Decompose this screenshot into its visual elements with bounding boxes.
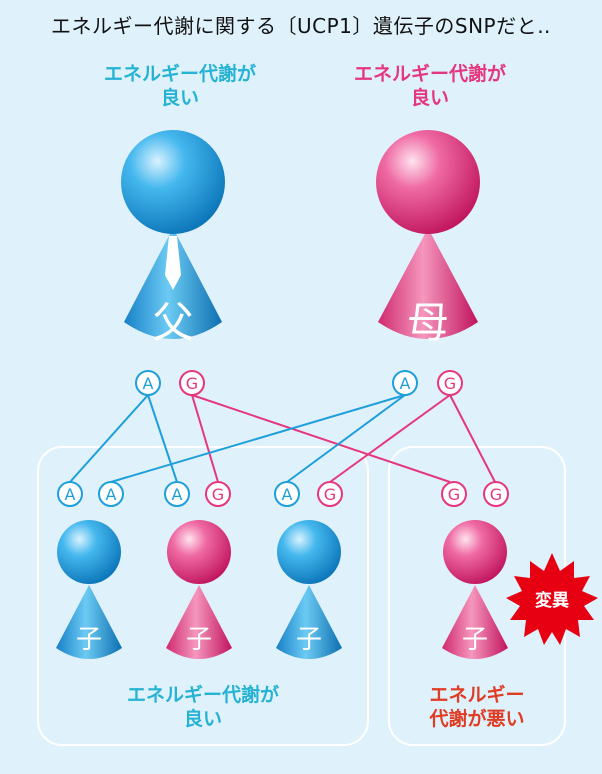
child4-allele-1-text: G — [448, 485, 460, 504]
child1-allele-1 — [57, 481, 83, 507]
father-trait-label: エネルギー代謝が 良い — [90, 62, 270, 110]
good-group-line2: 良い — [183, 708, 222, 730]
child3-body — [276, 585, 342, 659]
child1-allele-1-text: A — [65, 485, 76, 504]
bad-group-label: エネルギー 代謝が悪い — [389, 683, 565, 731]
child4-body — [442, 585, 508, 659]
child3-allele-1 — [274, 481, 300, 507]
child4-figure: 子 — [442, 520, 508, 659]
bad-group-line1: エネルギー — [429, 684, 525, 706]
line-father-a-child2 — [147, 394, 178, 483]
child3-head — [277, 520, 341, 584]
child2-figure: 子 — [166, 520, 232, 659]
child2-allele-1 — [164, 481, 190, 507]
child4-head — [443, 520, 507, 584]
child1-figure: 子 — [56, 520, 122, 659]
child2-allele-2 — [205, 481, 231, 507]
child2-body — [166, 585, 232, 659]
child2-allele-2-text: G — [212, 485, 224, 504]
mutation-burst-icon: 変異 — [506, 553, 598, 645]
good-group-box — [37, 446, 369, 746]
father-char: 父 — [152, 298, 194, 347]
mother-trait-line1: エネルギー代謝が — [353, 63, 506, 85]
line-father-g-child4 — [191, 394, 451, 483]
child3-figure: 子 — [276, 520, 342, 659]
good-group-label: エネルギー代謝が 良い — [98, 683, 308, 731]
mother-trait-label: エネルギー代謝が 良い — [340, 62, 520, 110]
line-mother-a-child3 — [286, 394, 406, 483]
bad-group-line2: 代謝が悪い — [429, 708, 525, 730]
child4-allele-2-text: G — [490, 485, 502, 504]
line-mother-a-child1 — [110, 394, 406, 483]
child1-allele-2 — [98, 481, 124, 507]
mother-allele-a — [392, 370, 418, 396]
father-trait-line2: 良い — [160, 87, 199, 109]
child2-head — [167, 520, 231, 584]
father-allele-g-text: G — [186, 374, 198, 393]
line-mother-g-child2 — [329, 394, 451, 483]
father-head — [121, 130, 225, 234]
mother-allele-g — [437, 370, 463, 396]
line-mother-g-child4 — [449, 394, 496, 483]
father-trait-line1: エネルギー代謝が — [103, 63, 256, 85]
child4-allele-2 — [483, 481, 509, 507]
mother-body — [378, 228, 478, 339]
tie-icon — [165, 236, 181, 290]
child2-char: 子 — [186, 625, 212, 655]
father-figure: 父 — [121, 130, 225, 347]
line-father-a-child1 — [69, 394, 149, 483]
child1-char: 子 — [76, 625, 102, 655]
father-allele-a-text: A — [143, 374, 154, 393]
mutation-burst-shape — [506, 553, 598, 645]
father-alleles: A G — [135, 370, 205, 396]
mother-head — [376, 130, 480, 234]
child1-head — [57, 520, 121, 584]
mother-char: 母 — [407, 298, 449, 347]
mother-allele-g-text: G — [444, 374, 456, 393]
line-father-g-child3 — [191, 394, 219, 483]
child3-allele-1-text: A — [282, 485, 293, 504]
child4-char: 子 — [462, 625, 488, 655]
child3-allele-2-text: G — [324, 485, 336, 504]
mother-figure: 母 — [376, 130, 480, 347]
child1-allele-2-text: A — [106, 485, 117, 504]
child3-allele-2 — [317, 481, 343, 507]
child2-allele-1-text: A — [172, 485, 183, 504]
child4-allele-1 — [441, 481, 467, 507]
mother-allele-a-text: A — [400, 374, 411, 393]
child1-body — [56, 585, 122, 659]
mother-alleles: A G — [392, 370, 463, 396]
child3-char: 子 — [296, 625, 322, 655]
mother-trait-line2: 良い — [410, 87, 449, 109]
child-alleles: A A A G A G G G — [57, 481, 509, 507]
good-group-line1: エネルギー代謝が — [126, 684, 279, 706]
inheritance-lines — [69, 394, 496, 483]
father-allele-g — [179, 370, 205, 396]
father-allele-a — [135, 370, 161, 396]
page-title: エネルギー代謝に関する〔UCP1〕遺伝子のSNPだと‥ — [51, 14, 551, 38]
mutation-badge-text: 変異 — [535, 590, 569, 611]
